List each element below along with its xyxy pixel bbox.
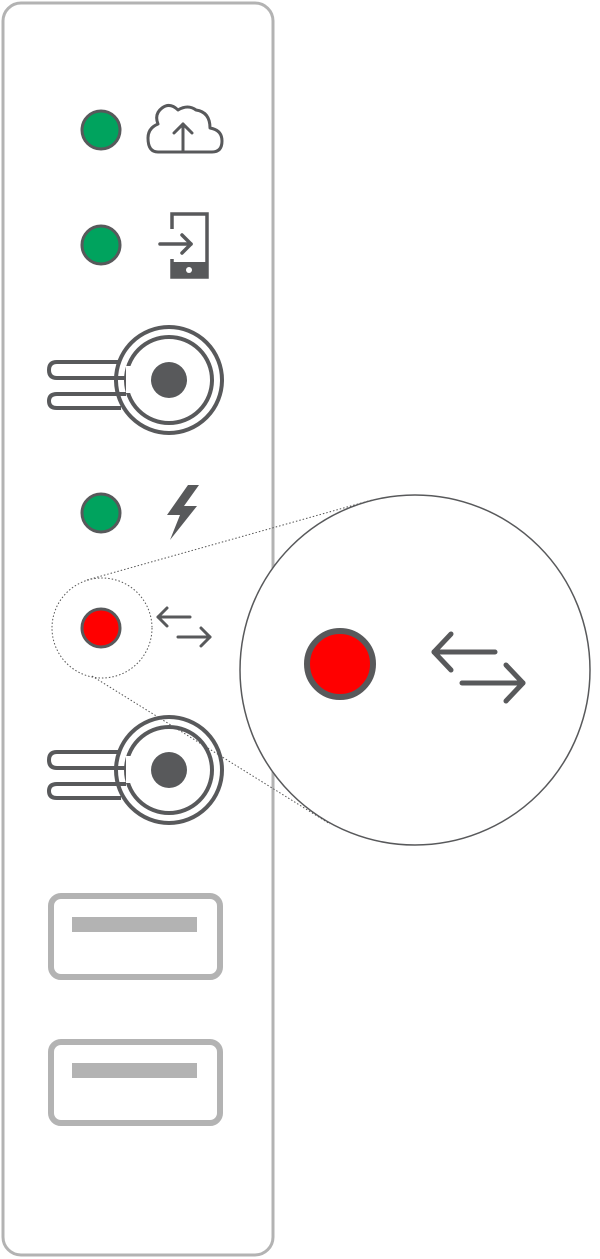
zoom-callout-circle <box>239 494 591 846</box>
zoomed-bidirectional-arrows-icon <box>431 631 526 704</box>
status-led-green <box>80 492 122 534</box>
usb-port-icon <box>48 893 223 980</box>
button-center <box>151 362 187 398</box>
indicator-cloud-upload <box>80 103 224 154</box>
usb-port-icon <box>48 1039 223 1126</box>
usb-port-2[interactable] <box>48 1039 223 1126</box>
indicator-mobile-login <box>80 212 209 279</box>
zoom-callout <box>239 494 591 846</box>
indicator-power <box>80 485 199 540</box>
push-button-icon <box>46 325 224 435</box>
usb-port-tongue <box>72 1063 197 1078</box>
status-led-red <box>80 607 122 649</box>
usb-port-1[interactable] <box>48 893 223 980</box>
status-led-green <box>80 109 122 151</box>
mobile-login-icon <box>158 212 209 279</box>
zoom-connector-lines <box>86 499 373 825</box>
zoom-source-circle <box>51 577 153 679</box>
bottom-button[interactable] <box>46 715 224 825</box>
status-led-green <box>80 224 122 266</box>
button-center <box>151 752 187 788</box>
usb-port-tongue <box>72 917 197 932</box>
cloud-upload-icon <box>146 103 224 154</box>
lightning-bolt-icon <box>167 485 199 540</box>
bidirectional-arrows-icon <box>156 606 212 648</box>
top-button[interactable] <box>46 325 224 435</box>
indicator-data-transfer <box>80 606 212 649</box>
zoomed-status-led-red <box>304 628 376 700</box>
